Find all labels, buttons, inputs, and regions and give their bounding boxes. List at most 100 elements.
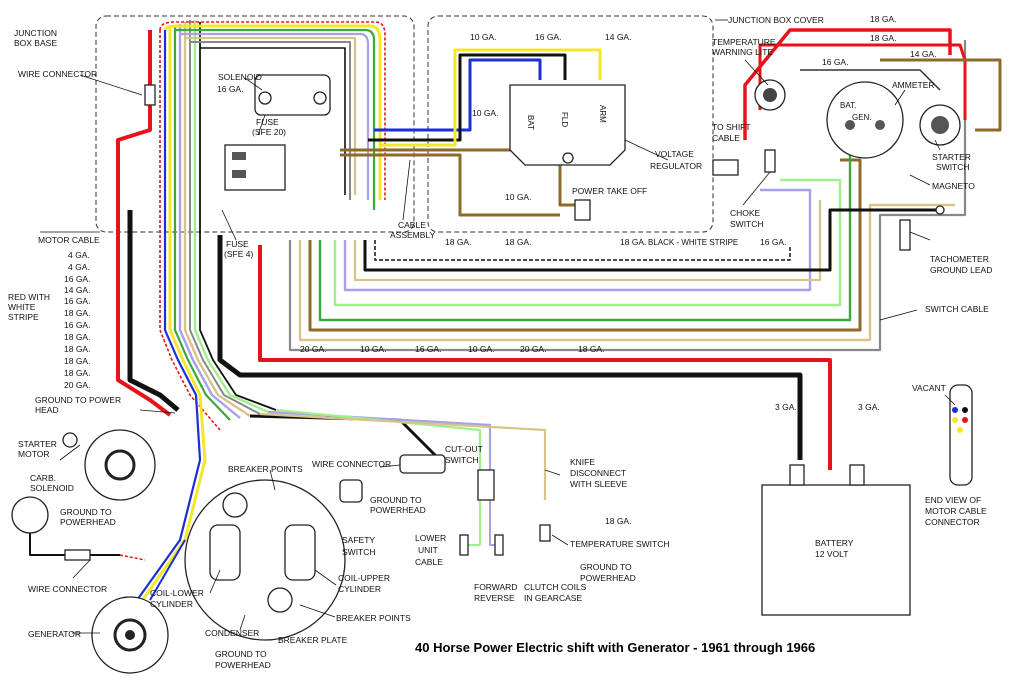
gauge-reg-top-3: 14 GA. xyxy=(605,32,631,42)
label-tach-ground-1: TACHOMETER xyxy=(930,254,989,264)
label-condenser: CONDENSER xyxy=(205,628,259,638)
gauge-battery-2: 3 GA. xyxy=(858,402,880,412)
label-reg-fld: FLD xyxy=(560,112,569,127)
wire-connector-bottom xyxy=(64,549,91,561)
gauge-motor-cable-7: 16 GA. xyxy=(64,320,90,330)
wire-connector-top xyxy=(144,84,156,106)
label-choke-switch-1: CHOKE xyxy=(730,208,761,218)
gauge-temp-switch: 18 GA. xyxy=(605,516,631,526)
gauge-reg-top-2: 16 GA. xyxy=(535,32,561,42)
clutch-coils xyxy=(459,534,504,556)
label-clutch-coils-1: CLUTCH COILS xyxy=(524,582,587,592)
label-ground-powerhead-bottom-1: GROUND TO xyxy=(215,649,267,659)
label-temperature-switch: TEMPERATURE SWITCH xyxy=(570,539,669,549)
gauge-motor-cable-11: 18 GA. xyxy=(64,368,90,378)
temperature-warning-lite xyxy=(754,79,786,111)
label-cable-assembly-1: CABLE xyxy=(398,220,426,230)
gauge-motor-cable-9: 18 GA. xyxy=(64,344,90,354)
label-junction-box-base-2: BOX BASE xyxy=(14,38,57,48)
gauge-labels: 10 GA. 16 GA. 14 GA. 10 GA. 10 GA. 4 GA.… xyxy=(64,14,936,526)
gauge-motor-cable-4: 14 GA. xyxy=(64,285,90,295)
leader-lines xyxy=(40,19,956,634)
gauge-switch-row-1: 20 GA. xyxy=(300,344,326,354)
label-wire-connector-bottom: WIRE CONNECTOR xyxy=(28,584,107,594)
label-end-view-2: MOTOR CABLE xyxy=(925,506,987,516)
label-ground-powerhead-left-2: POWERHEAD xyxy=(60,517,116,527)
label-cable-assembly-2: ASSEMBLY xyxy=(390,230,436,240)
label-coil-lower-2: CYLINDER xyxy=(150,599,193,609)
gauge-power-take-off: 10 GA. xyxy=(505,192,531,202)
label-starter-switch-1: STARTER xyxy=(932,152,971,162)
label-cut-out-2: SWITCH xyxy=(445,455,479,465)
gauge-motor-cable-3: 16 GA. xyxy=(64,274,90,284)
component-labels: JUNCTION BOX BASE JUNCTION BOX COVER WIR… xyxy=(8,15,992,670)
power-take-off-terminal xyxy=(574,199,591,221)
label-battery-2: 12 VOLT xyxy=(815,549,848,559)
label-generator: GENERATOR xyxy=(28,629,81,639)
gauge-motor-cable-2: 4 GA. xyxy=(68,262,90,272)
label-red-white-3: STRIPE xyxy=(8,312,39,322)
label-ground-power-head-1: GROUND TO POWER xyxy=(35,395,121,405)
label-vacant: VACANT xyxy=(912,383,946,393)
label-starter-motor-2: MOTOR xyxy=(18,449,49,459)
label-ammeter-gen: GEN. xyxy=(852,113,872,122)
starter-motor xyxy=(62,429,156,501)
fuse-block xyxy=(224,144,286,191)
label-starter-motor-1: STARTER xyxy=(18,439,57,449)
main-harness xyxy=(29,20,1002,613)
gauge-reg-left: 10 GA. xyxy=(472,108,498,118)
label-forward: FORWARD xyxy=(474,582,517,592)
label-coil-upper-2: CYLINDER xyxy=(338,584,381,594)
gauge-top-right-3: 14 GA. xyxy=(910,49,936,59)
gauge-reg-top-1: 10 GA. xyxy=(470,32,496,42)
label-coil-lower-1: COIL-LOWER xyxy=(150,588,204,598)
label-knife-disconnect-1: KNIFE xyxy=(570,457,595,467)
label-carb-solenoid-2: SOLENOID xyxy=(30,483,74,493)
label-solenoid: SOLENOID xyxy=(218,72,262,82)
label-to-shift-cable-2: CABLE xyxy=(712,133,740,143)
gauge-motor-cable-5: 16 GA. xyxy=(64,296,90,306)
magneto-plate xyxy=(184,479,346,641)
label-wire-connector-top: WIRE CONNECTOR xyxy=(18,69,97,79)
label-ground-powerhead-mid-1: GROUND TO xyxy=(370,495,422,505)
label-to-shift-cable-1: TO SHIFT xyxy=(712,122,751,132)
junction-box-base-outline xyxy=(95,15,415,233)
label-ammeter-bat: BAT. xyxy=(840,101,856,110)
label-clutch-coils-2: IN GEARCASE xyxy=(524,593,582,603)
label-voltage-regulator-1: VOLTAGE xyxy=(655,149,694,159)
gauge-switch-row-6: 18 GA. xyxy=(578,344,604,354)
cut-out-switch xyxy=(399,454,446,474)
tachometer-connector xyxy=(899,205,945,251)
gauge-top-right-4: 16 GA. xyxy=(822,57,848,67)
label-voltage-regulator-2: REGULATOR xyxy=(650,161,702,171)
label-knife-disconnect-3: WITH SLEEVE xyxy=(570,479,627,489)
label-reverse: REVERSE xyxy=(474,593,515,603)
label-red-white-2: WHITE xyxy=(8,302,36,312)
gauge-motor-cable-10: 18 GA. xyxy=(64,356,90,366)
label-ground-powerhead-mid-2: POWERHEAD xyxy=(370,505,426,515)
label-lower-unit-1: LOWER xyxy=(415,533,446,543)
junction-box-cover-outline xyxy=(427,15,714,233)
label-ammeter: AMMETER xyxy=(892,80,935,90)
label-lower-unit-2: UNIT xyxy=(418,545,438,555)
gauge-motor-cable-8: 18 GA. xyxy=(64,332,90,342)
label-black-white-stripe: BLACK - WHITE STRIPE xyxy=(648,238,738,247)
label-breaker-points-top: BREAKER POINTS xyxy=(228,464,303,474)
knife-disconnect xyxy=(477,469,495,501)
carb-solenoid xyxy=(11,496,49,534)
shift-cable-connector xyxy=(712,159,739,176)
gauge-top-right-1: 18 GA. xyxy=(870,14,896,24)
battery xyxy=(761,464,911,616)
label-fuse-sfe4-1: FUSE xyxy=(226,239,249,249)
label-ground-powerhead-left-1: GROUND TO xyxy=(60,507,112,517)
voltage-regulator xyxy=(509,84,626,166)
gauge-motor-cable-1: 4 GA. xyxy=(68,250,90,260)
label-fuse-sfe20-1: FUSE xyxy=(256,117,279,127)
label-tach-ground-2: GROUND LEAD xyxy=(930,265,992,275)
label-temp-warning-2: WARNING LITE xyxy=(712,47,773,57)
label-wire-connector-mid: WIRE CONNECTOR xyxy=(312,459,391,469)
temperature-switch xyxy=(539,524,551,542)
label-breaker-plate: BREAKER PLATE xyxy=(278,635,348,645)
label-ground-power-head-2: HEAD xyxy=(35,405,59,415)
